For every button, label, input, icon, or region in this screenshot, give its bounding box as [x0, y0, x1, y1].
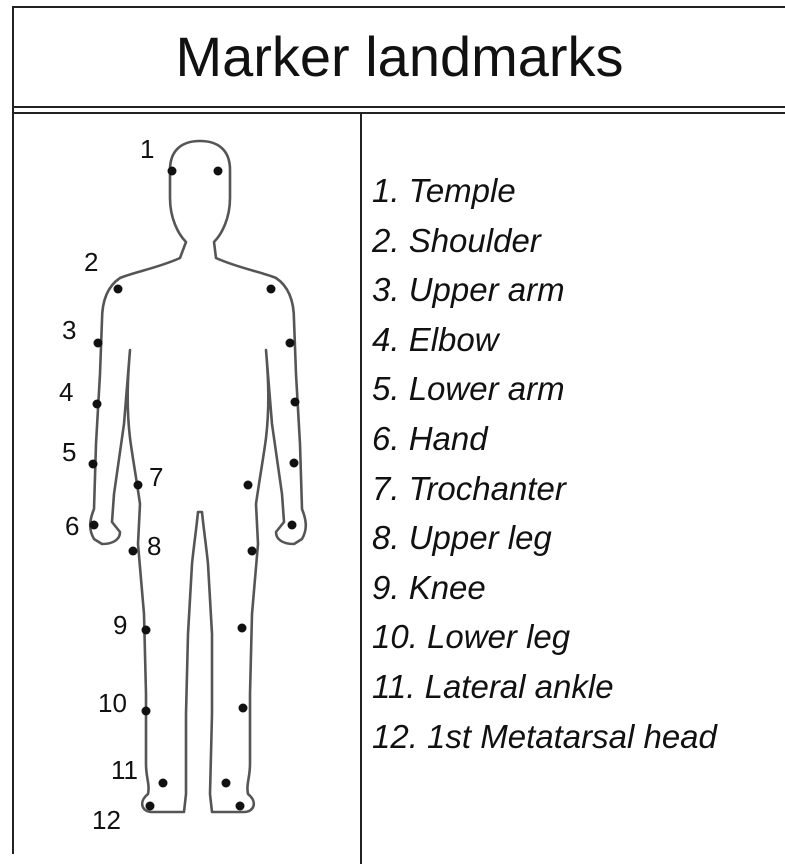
marker-lower-leg-left — [142, 707, 151, 716]
legend-item-upper-arm: 3. Upper arm — [372, 265, 785, 315]
marker-temple-right — [214, 167, 223, 176]
figure-number-3: 3 — [62, 315, 76, 345]
figure-number-11: 11 — [111, 755, 138, 785]
figure-number-9: 9 — [113, 610, 127, 640]
marker-lateral-ankle-left — [159, 779, 168, 788]
figure-number-7: 7 — [149, 462, 163, 492]
marker-upper-arm-left — [94, 339, 103, 348]
marker-metatarsal-right — [236, 802, 245, 811]
legend-item-upper-leg: 8. Upper leg — [372, 513, 785, 563]
legend-item-lower-leg: 10. Lower leg — [372, 612, 785, 662]
marker-number-labels: 1 2 3 4 5 6 7 8 9 10 11 12 — [59, 134, 163, 835]
legend-item-elbow: 4. Elbow — [372, 315, 785, 365]
marker-elbow-right — [291, 398, 300, 407]
marker-metatarsal-left — [146, 802, 155, 811]
legend-item-trochanter: 7. Trochanter — [372, 464, 785, 514]
legend-item-shoulder: 2. Shoulder — [372, 216, 785, 266]
marker-upper-arm-right — [286, 339, 295, 348]
figure-number-12: 12 — [92, 805, 121, 835]
marker-lower-arm-left — [89, 460, 98, 469]
legend-item-hand: 6. Hand — [372, 414, 785, 464]
figure-number-5: 5 — [62, 437, 76, 467]
figure-number-1: 1 — [140, 134, 154, 164]
column-divider — [360, 114, 362, 864]
marker-upper-leg-left — [129, 547, 138, 556]
landmark-legend: 1. Temple 2. Shoulder 3. Upper arm 4. El… — [372, 166, 785, 761]
marker-temple-left — [168, 167, 177, 176]
figure-number-2: 2 — [84, 247, 98, 277]
legend-item-metatarsal-head: 12. 1st Metatarsal head — [372, 712, 785, 762]
legend-item-knee: 9. Knee — [372, 563, 785, 613]
marker-hand-left — [90, 521, 99, 530]
marker-shoulder-left — [114, 285, 123, 294]
figure-number-6: 6 — [65, 511, 79, 541]
marker-elbow-left — [93, 400, 102, 409]
marker-knee-left — [142, 626, 151, 635]
title-rule-top — [14, 106, 785, 108]
body-outline-figure: 1 2 3 4 5 6 7 8 9 10 11 12 — [14, 114, 360, 856]
figure-number-4: 4 — [59, 377, 73, 407]
marker-trochanter-left — [134, 481, 143, 490]
legend-item-lateral-ankle: 11. Lateral ankle — [372, 662, 785, 712]
marker-knee-right — [238, 624, 247, 633]
marker-lower-leg-right — [239, 704, 248, 713]
marker-lateral-ankle-right — [222, 779, 231, 788]
marker-trochanter-right — [244, 481, 253, 490]
marker-hand-right — [288, 521, 297, 530]
diagram-title: Marker landmarks — [14, 8, 785, 104]
figure-number-10: 10 — [98, 688, 127, 718]
marker-shoulder-right — [267, 285, 276, 294]
figure-number-8: 8 — [147, 531, 161, 561]
diagram-frame: Marker landmarks — [12, 6, 785, 854]
legend-item-lower-arm: 5. Lower arm — [372, 364, 785, 414]
legend-item-temple: 1. Temple — [372, 166, 785, 216]
marker-lower-arm-right — [290, 459, 299, 468]
marker-upper-leg-right — [248, 547, 257, 556]
